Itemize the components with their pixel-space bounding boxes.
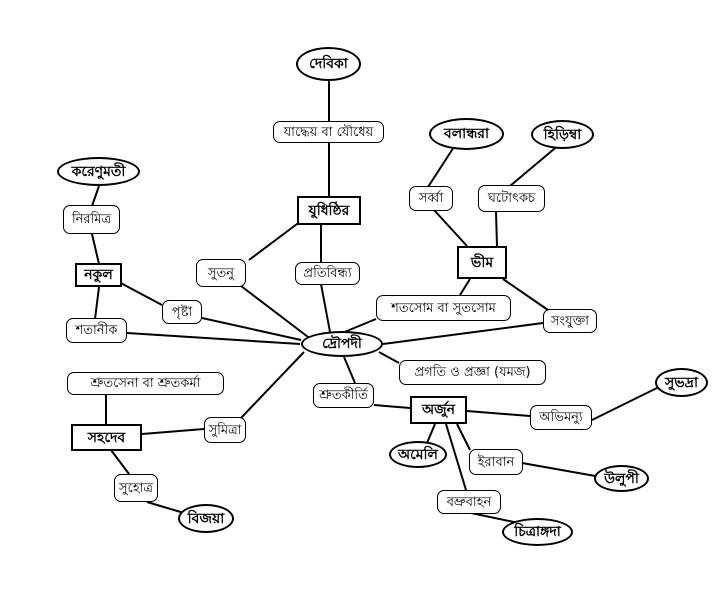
node-shrutakirti: শ্রুতকীর্তি <box>313 383 374 408</box>
edge <box>240 285 313 341</box>
node-sutanu: সুতনু <box>196 259 246 287</box>
edge <box>382 322 544 345</box>
node-yudhishthira: যুধিষ্ঠির <box>297 196 361 225</box>
node-sumitra: সুমিত্রা <box>204 417 246 443</box>
edge <box>373 404 411 409</box>
edge <box>445 423 467 491</box>
node-sarvaga: সর্ব্বা <box>409 186 453 211</box>
node-pragati: প্রগতি ও প্রজ্ঞা (যমজ) <box>399 360 546 385</box>
node-shatanika: শতানীক <box>66 318 127 343</box>
edge <box>378 351 400 364</box>
edge <box>146 501 185 514</box>
edge <box>466 410 531 417</box>
edge <box>591 384 664 421</box>
node-niramitra: নিরমিত্র <box>63 205 120 234</box>
node-babruvahana: বভ্রুবাহন <box>437 490 501 514</box>
edge <box>201 317 302 341</box>
edge <box>94 286 100 320</box>
edge <box>248 220 302 261</box>
edge <box>91 233 100 265</box>
node-balandhara: বলান্ধরা <box>429 118 504 150</box>
edge <box>459 278 471 296</box>
node-prishta: পৃষ্টা <box>162 300 202 324</box>
node-chitrangada: চিত্রাঙ্গদা <box>502 518 573 546</box>
node-yaudheya: যাদ্ধেয় বা যৌধেয় <box>273 121 384 143</box>
node-shrutasena: শ্রুতসেনা বা শ্রুতকর্মা <box>67 372 224 395</box>
node-subhadra: সুভদ্রা <box>655 368 708 397</box>
node-devika: দেবিকা <box>296 47 361 81</box>
node-shatasoma: শতসোম বা সুতসোম <box>376 295 511 321</box>
edge <box>495 211 498 247</box>
edge <box>126 332 301 345</box>
node-abhimanyu: অভিমন্যু <box>530 405 592 430</box>
edge <box>141 428 205 435</box>
edge <box>343 356 356 384</box>
node-ghatotkacha: ঘটোৎকচ <box>478 185 545 212</box>
edge <box>502 278 549 311</box>
node-ulupi: উলুপী <box>594 465 649 492</box>
edge <box>320 283 331 333</box>
node-prativindhya: প্রতিবিন্ধ্য <box>295 262 360 285</box>
node-karenumati: করেণুমতী <box>57 157 140 186</box>
node-iravan: ইরাবান <box>469 449 523 475</box>
node-hidimba: হিড়িম্বা <box>531 120 594 149</box>
edge <box>509 143 561 187</box>
edge <box>521 462 602 478</box>
edge <box>426 423 436 444</box>
node-sahadeva: সহদেব <box>71 424 142 451</box>
node-ameli: অমেলি <box>389 441 447 468</box>
node-nakula: নকুল <box>75 263 122 287</box>
node-arjuna: অর্জুন <box>410 396 467 424</box>
edge <box>91 185 100 207</box>
edge <box>240 351 305 419</box>
edge <box>110 449 130 475</box>
edge <box>433 209 468 247</box>
edge <box>456 423 471 451</box>
node-suhotra: সুহোত্র <box>114 474 158 502</box>
node-vijaya: বিজয়া <box>178 504 234 533</box>
edge <box>116 280 163 306</box>
node-bhima: ভীম <box>457 246 507 279</box>
node-draupadi: দ্রৌপদী <box>301 331 383 357</box>
node-samyukta: সংযুক্তা <box>543 309 597 333</box>
